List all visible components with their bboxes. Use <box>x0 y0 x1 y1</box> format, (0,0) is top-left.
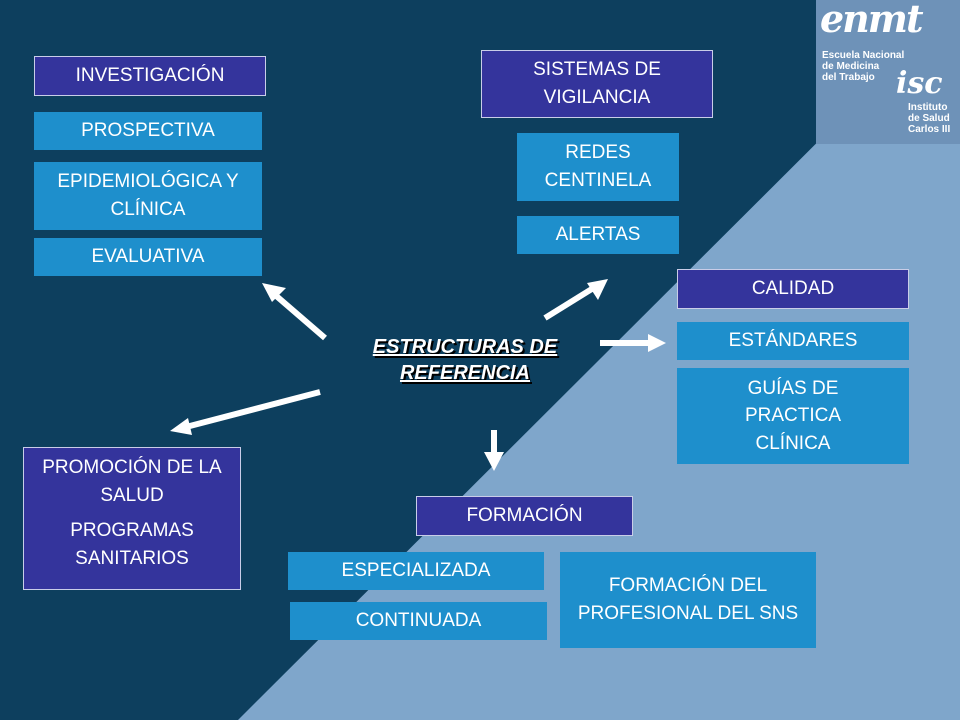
formacion-title: FORMACIÓN <box>416 496 633 536</box>
formacion-item-profesional: FORMACIÓN DEL PROFESIONAL DEL SNS <box>560 552 816 648</box>
arrow-to-promocion <box>185 389 321 430</box>
isc-logo: isc <box>896 66 943 101</box>
vigilancia-item-alertas: ALERTAS <box>517 216 679 254</box>
arrow-head-investigacion <box>262 283 286 302</box>
vigilancia-title: SISTEMAS DE VIGILANCIA <box>481 50 713 118</box>
investigacion-title: INVESTIGACIÓN <box>34 56 266 96</box>
formacion-item-especializada: ESPECIALIZADA <box>288 552 544 590</box>
calidad-item-estandares: ESTÁNDARES <box>677 322 909 360</box>
promocion-box: PROMOCIÓN DE LA SALUD PROGRAMAS SANITARI… <box>23 447 241 590</box>
calidad-title: CALIDAD <box>677 269 909 309</box>
enmt-logo-text: Escuela Nacional de Medicina del Trabajo <box>822 50 905 83</box>
enmt-logo: enmt <box>820 0 924 41</box>
investigacion-item-prospectiva: PROSPECTIVA <box>34 112 262 150</box>
investigacion-item-evaluativa: EVALUATIVA <box>34 238 262 276</box>
center-label: ESTRUCTURAS DE REFERENCIA <box>372 336 558 384</box>
calidad-item-guias: GUÍAS DE PRACTICA CLÍNICA <box>677 368 909 464</box>
formacion-item-continuada: CONTINUADA <box>290 602 547 640</box>
arrow-head-promocion <box>170 418 192 435</box>
promocion-line2: PROGRAMAS SANITARIOS <box>70 520 194 569</box>
arrow-head-vigilancia <box>587 279 608 300</box>
arrow-head-formacion <box>484 452 504 471</box>
vigilancia-item-redes: REDES CENTINELA <box>517 133 679 201</box>
arrow-to-investigacion <box>272 291 327 341</box>
investigacion-item-epidemiologica: EPIDEMIOLÓGICA Y CLÍNICA <box>34 162 262 230</box>
logos: enmt Escuela Nacional de Medicina del Tr… <box>816 0 960 144</box>
promocion-line1: PROMOCIÓN DE LA SALUD <box>42 457 222 506</box>
isc-logo-text: Instituto de Salud Carlos III <box>908 102 951 135</box>
arrow-head-calidad <box>648 334 666 352</box>
arrow-to-vigilancia <box>543 284 597 321</box>
